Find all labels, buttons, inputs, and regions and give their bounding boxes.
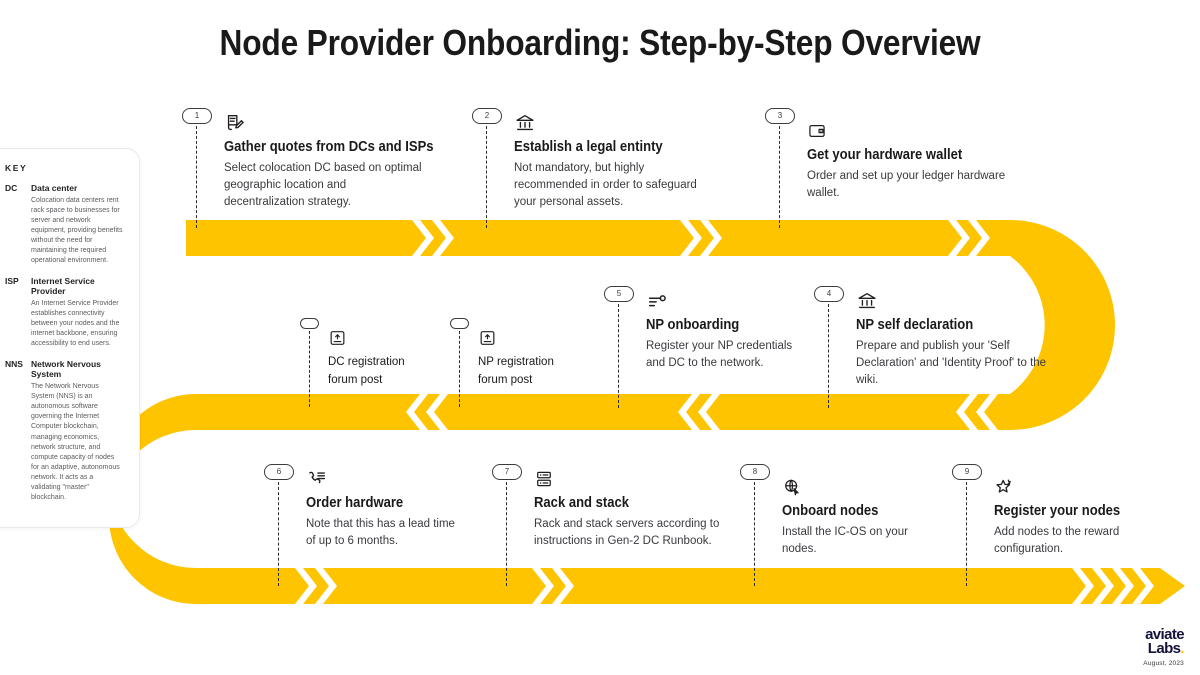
sub-step-badge xyxy=(300,318,319,329)
key-abbr: NNS xyxy=(5,358,23,369)
sub-step-heading-line1: NP registration xyxy=(478,356,554,368)
sub-step-heading-line1: DC registration xyxy=(328,356,405,368)
step-heading: NP self declaration xyxy=(856,317,974,333)
document-edit-icon xyxy=(227,114,244,131)
step-number-badge: 8 xyxy=(740,464,770,480)
slider-icon xyxy=(648,295,666,307)
key-description: The Network Nervous System (NNS) is an a… xyxy=(31,382,120,502)
step-description: Add nodes to the reward configuration. xyxy=(994,526,1120,556)
step-heading: Onboard nodes xyxy=(782,503,879,519)
key-description: Colocation data centers rent rack space … xyxy=(31,196,123,265)
logo-dot: . xyxy=(1180,639,1184,657)
step-number-badge: 2 xyxy=(472,108,502,124)
step-description: Prepare and publish your 'Self Declarati… xyxy=(856,340,1047,386)
step-description: Select colocation DC based on optimal ge… xyxy=(224,162,422,208)
key-entry-nns: NNS Network Nervous System The Network N… xyxy=(5,359,125,504)
phone-list-icon xyxy=(309,471,326,484)
step-number-badge: 7 xyxy=(492,464,522,480)
key-term: Network Nervous System xyxy=(31,358,101,380)
leader-line xyxy=(196,126,197,228)
step-number: 5 xyxy=(616,289,622,298)
logo-labs-text: Labs. xyxy=(1147,639,1185,657)
step-description: Register your NP credentials and DC to t… xyxy=(646,340,793,370)
step-number: 3 xyxy=(777,111,783,120)
sub-step-heading-line2: forum post xyxy=(328,373,383,386)
leader-line xyxy=(754,482,755,586)
step-heading: Rack and stack xyxy=(534,495,630,511)
key-entry-dc: DC Data center Colocation data centers r… xyxy=(5,183,125,267)
step-number: 8 xyxy=(752,467,758,476)
step-description: Rack and stack servers according to inst… xyxy=(534,518,720,548)
step-heading: Register your nodes xyxy=(994,503,1121,519)
brand-logo: aviate Labs. August, 2023 xyxy=(1143,625,1185,667)
step-number: 4 xyxy=(826,289,832,298)
leader-line xyxy=(278,482,279,586)
globe-cursor-icon xyxy=(785,479,799,496)
key-term: Data center xyxy=(31,183,78,193)
leader-line xyxy=(309,331,310,407)
key-abbr: DC xyxy=(5,183,18,193)
step-description: Order and set up your ledger hardware wa… xyxy=(807,170,1006,200)
sub-step-heading-line2: forum post xyxy=(478,373,533,386)
key-heading: KEY xyxy=(5,163,28,173)
step-number: 7 xyxy=(504,467,510,476)
leader-line xyxy=(459,331,460,407)
step-number: 9 xyxy=(964,467,970,476)
publication-date: August, 2023 xyxy=(1143,660,1184,667)
step-description: Install the IC-OS on your nodes. xyxy=(782,526,908,556)
step-number-badge: 6 xyxy=(264,464,294,480)
step-heading: Order hardware xyxy=(306,495,404,511)
step-number-badge: 3 xyxy=(765,108,795,124)
key-description: An Internet Service Provider establishes… xyxy=(31,299,120,348)
leader-line xyxy=(966,482,967,586)
step-heading: Get your hardware wallet xyxy=(807,147,963,163)
step-description: Not mandatory, but highly recommended in… xyxy=(514,162,697,208)
step-number-badge: 4 xyxy=(814,286,844,302)
step-number: 6 xyxy=(276,467,282,476)
bank-icon xyxy=(516,114,534,131)
key-term: Internet Service Provider xyxy=(31,275,95,297)
bank-icon xyxy=(858,292,876,309)
page-title: Node Provider Onboarding: Step-by-Step O… xyxy=(219,22,981,63)
leader-line xyxy=(828,304,829,408)
leader-line xyxy=(506,482,507,586)
step-number-badge: 1 xyxy=(182,108,212,124)
step-heading: NP onboarding xyxy=(646,317,740,333)
upload-post-icon xyxy=(480,331,495,345)
step-description: Note that this has a lead time of up to … xyxy=(306,518,455,548)
leader-line xyxy=(486,126,487,228)
key-legend-panel: KEY DC Data center Colocation data cente… xyxy=(0,148,140,528)
step-number-badge: 5 xyxy=(604,286,634,302)
wallet-icon xyxy=(809,124,825,138)
star-outline-icon xyxy=(996,479,1012,493)
step-number-badge: 9 xyxy=(952,464,982,480)
step-number: 1 xyxy=(194,111,200,120)
step-heading: Establish a legal entinty xyxy=(514,139,663,155)
server-rack-icon xyxy=(537,471,551,487)
step-heading: Gather quotes from DCs and ISPs xyxy=(224,139,434,155)
key-abbr: ISP xyxy=(5,275,19,286)
upload-post-icon xyxy=(330,331,345,345)
leader-line xyxy=(779,126,780,228)
key-entry-isp: ISP Internet Service Provider An Interne… xyxy=(5,276,125,350)
step-number: 2 xyxy=(484,111,490,120)
sub-step-badge xyxy=(450,318,469,329)
leader-line xyxy=(618,304,619,408)
logo-aviate-text: aviate xyxy=(1145,625,1185,643)
